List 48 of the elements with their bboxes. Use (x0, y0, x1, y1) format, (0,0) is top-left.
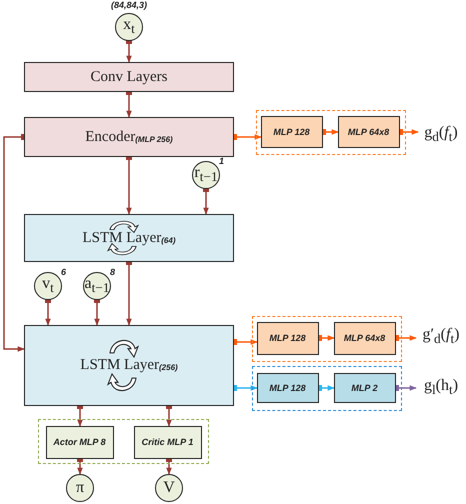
arrow (45, 297, 51, 326)
node-label: MLP 64x8 (344, 333, 386, 343)
node-label: Conv Layers (90, 68, 168, 86)
arrow (203, 186, 209, 215)
arrow (94, 297, 100, 326)
mlp-box (256, 372, 318, 402)
variable-circle (155, 474, 183, 502)
dashed-group-box (252, 316, 402, 362)
node-label: v$_{t}$ (42, 275, 54, 297)
node-label: Actor MLP 8 (53, 437, 106, 447)
node-label: x$_{t}$ (123, 16, 135, 38)
dimension-label: 1 (219, 156, 224, 166)
node-label: r$_{t−1}$ (194, 164, 218, 186)
output-label: g′$_{d}$(f$_{t}$) (422, 326, 460, 348)
mlp-box (334, 372, 396, 402)
output-label: g$_{d}$(f$_{t}$) (424, 124, 458, 146)
layer-box (24, 214, 234, 262)
mlp-box (334, 322, 396, 354)
dashed-group-box (252, 366, 402, 411)
dashed-group-box (256, 110, 406, 155)
arrow (126, 38, 132, 63)
arrow (166, 456, 172, 475)
input-shape-label: (84,84,3) (110, 0, 148, 10)
node-label: MLP 64x8 (348, 126, 390, 136)
arrow (77, 456, 83, 475)
node-label: MLP 128 (269, 333, 306, 343)
node-label: a$_{t−1}$ (84, 275, 110, 297)
layer-box (24, 62, 234, 92)
layer-box (24, 117, 234, 157)
layer-box (24, 325, 234, 406)
mlp-box (256, 322, 318, 354)
variable-circle (115, 13, 143, 41)
dimension-label: 6 (61, 267, 66, 277)
output-label: g$_{l}$(h$_{t}$) (424, 377, 458, 399)
dashed-group-box (38, 419, 209, 464)
mlp-box (46, 426, 114, 458)
dimension-label: 8 (110, 267, 116, 277)
node-label: MLP 128 (269, 382, 306, 392)
variable-circle (66, 474, 94, 502)
node-label: Critic MLP 1 (142, 437, 194, 447)
mlp-box (260, 116, 322, 148)
mlp-box (134, 426, 202, 458)
mlp-box (338, 116, 400, 148)
node-label: MLP 2 (351, 382, 378, 392)
node-label: V (163, 479, 175, 497)
node-label: π (76, 479, 84, 497)
node-label: MLP 128 (273, 126, 310, 136)
variable-circle (34, 272, 62, 300)
